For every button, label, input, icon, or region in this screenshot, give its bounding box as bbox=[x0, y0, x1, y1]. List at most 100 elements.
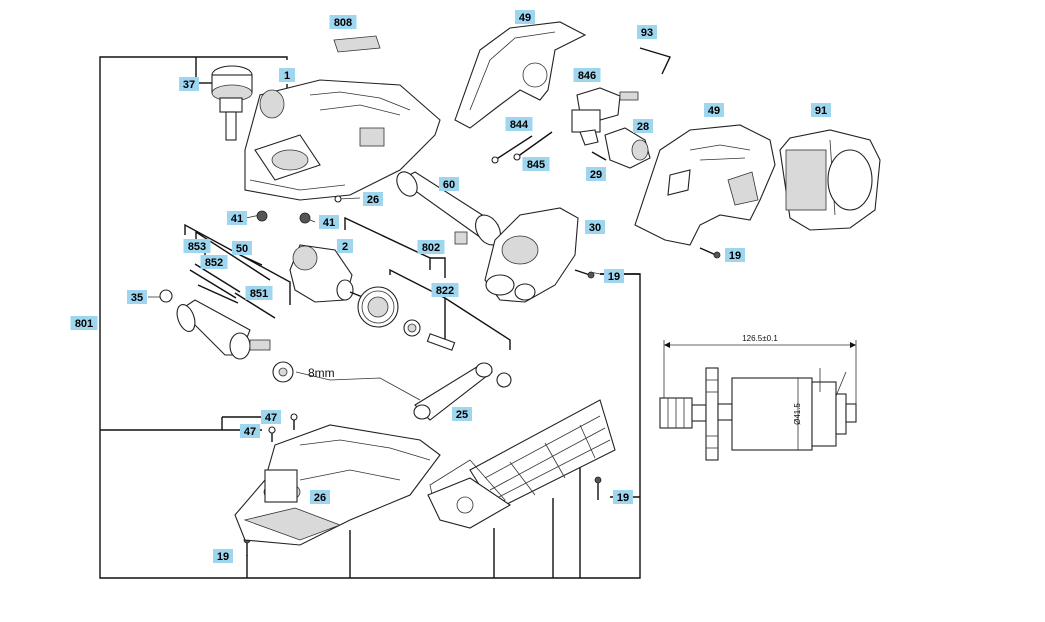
callout-label: 19 bbox=[617, 492, 629, 504]
part-91-battery bbox=[779, 129, 881, 231]
callout-label: 2 bbox=[342, 241, 348, 253]
callout-19: 19 bbox=[613, 490, 633, 504]
callout-box bbox=[200, 255, 228, 269]
callout-853: 853 bbox=[183, 239, 211, 253]
callout-label: 91 bbox=[815, 105, 827, 117]
callout-box bbox=[310, 490, 330, 504]
part-808-label bbox=[333, 35, 381, 53]
part-49-handle bbox=[634, 124, 776, 246]
part-drum bbox=[176, 299, 294, 383]
callout-30: 30 bbox=[585, 220, 605, 234]
callout-box bbox=[319, 215, 339, 229]
callout-box bbox=[213, 549, 233, 563]
callout-49: 49 bbox=[704, 103, 724, 117]
callout-box bbox=[363, 192, 383, 206]
callout-label: 19 bbox=[217, 551, 229, 563]
callout-label: 49 bbox=[519, 12, 531, 24]
callout-844: 844 bbox=[505, 117, 533, 131]
part-8mm-note-line bbox=[295, 371, 421, 401]
dimension-length: 126.5±0.1 bbox=[742, 334, 778, 343]
callout-93: 93 bbox=[637, 25, 657, 39]
callout-19: 19 bbox=[725, 248, 745, 262]
part-sole-plate bbox=[427, 399, 616, 529]
callout-label: 30 bbox=[589, 222, 601, 234]
part-35-washer bbox=[159, 289, 173, 303]
part-gear-fan bbox=[357, 286, 399, 328]
part-2-motor bbox=[289, 244, 366, 303]
part-41-nuts bbox=[256, 210, 311, 224]
part-motor-dimension-drawing: 126.5±0.1 Ø41.5 bbox=[659, 334, 857, 461]
part-37-knob bbox=[211, 65, 253, 141]
callout-box bbox=[725, 248, 745, 262]
part-844-845-wires bbox=[491, 131, 553, 164]
callout-box bbox=[704, 103, 724, 117]
callout-label: 29 bbox=[590, 169, 602, 181]
callout-box bbox=[573, 68, 601, 82]
callout-box bbox=[431, 283, 459, 297]
part-93-key bbox=[639, 47, 671, 75]
callout-label: 93 bbox=[641, 27, 653, 39]
callout-label: 47 bbox=[244, 426, 256, 438]
callout-label: 822 bbox=[436, 285, 454, 297]
callout-852: 852 bbox=[200, 255, 228, 269]
dimension-diameter: Ø41.5 bbox=[793, 403, 802, 425]
callout-box bbox=[586, 167, 606, 181]
callout-box bbox=[183, 239, 211, 253]
part-47-pins bbox=[268, 413, 298, 442]
callout-box bbox=[232, 241, 252, 255]
callout-box bbox=[439, 177, 459, 191]
callout-label: 19 bbox=[608, 271, 620, 283]
callout-box bbox=[179, 77, 199, 91]
callout-47: 47 bbox=[240, 424, 260, 438]
callout-845: 845 bbox=[522, 157, 550, 171]
callout-label: 41 bbox=[323, 217, 335, 229]
callout-28: 28 bbox=[633, 119, 653, 133]
callout-box bbox=[585, 220, 605, 234]
callout-label: 60 bbox=[443, 179, 455, 191]
callout-label: 1 bbox=[284, 70, 290, 82]
callout-box bbox=[227, 211, 247, 225]
callout-label: 19 bbox=[729, 250, 741, 262]
callout-label: 49 bbox=[708, 105, 720, 117]
callout-37: 37 bbox=[179, 77, 199, 91]
callout-label: 41 bbox=[231, 213, 243, 225]
callout-label: 845 bbox=[527, 159, 545, 171]
callout-box bbox=[613, 490, 633, 504]
callout-49: 49 bbox=[515, 10, 535, 24]
part-846-switch bbox=[571, 87, 639, 146]
callout-851: 851 bbox=[245, 286, 273, 300]
callout-label: 808 bbox=[334, 17, 352, 29]
callout-box bbox=[505, 117, 533, 131]
callout-box bbox=[515, 10, 535, 24]
part-30-guard bbox=[484, 207, 579, 303]
callout-label: 801 bbox=[75, 318, 93, 330]
callout-801: 801 bbox=[70, 316, 98, 330]
callout-label: 47 bbox=[265, 412, 277, 424]
callout-808: 808 bbox=[329, 15, 357, 29]
callout-box bbox=[417, 240, 445, 254]
callout-label: 37 bbox=[183, 79, 195, 91]
callout-box bbox=[70, 316, 98, 330]
callout-1: 1 bbox=[279, 68, 295, 82]
part-28-29 bbox=[591, 127, 651, 169]
callout-box bbox=[261, 410, 281, 424]
callout-26: 26 bbox=[310, 490, 330, 504]
callout-41: 41 bbox=[319, 215, 339, 229]
part-60-tube bbox=[396, 171, 501, 246]
callout-47: 47 bbox=[261, 410, 281, 424]
callout-label: 851 bbox=[250, 288, 268, 300]
callout-91: 91 bbox=[811, 103, 831, 117]
callout-846: 846 bbox=[573, 68, 601, 82]
note-8mm: 8mm bbox=[308, 366, 335, 380]
callout-box bbox=[337, 239, 353, 253]
part-bearings bbox=[403, 319, 512, 388]
callout-26: 26 bbox=[363, 192, 383, 206]
callout-box bbox=[245, 286, 273, 300]
callout-25: 25 bbox=[452, 407, 472, 421]
callout-label: 853 bbox=[188, 241, 206, 253]
callout-41: 41 bbox=[227, 211, 247, 225]
callout-label: 852 bbox=[205, 257, 223, 269]
